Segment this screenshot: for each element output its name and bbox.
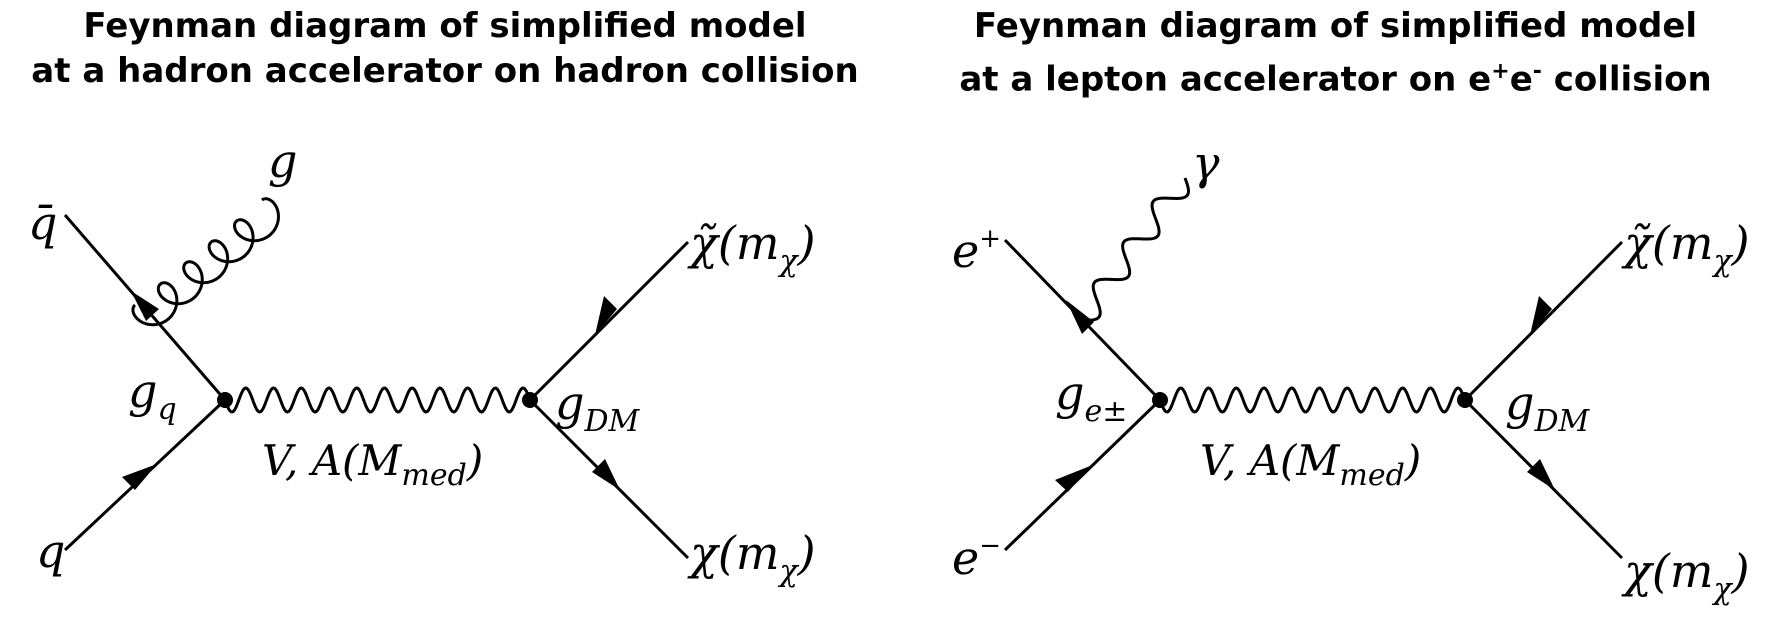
lepton-diagram (1003, 177, 1624, 560)
dm-tilde-hadron-pre: χ̃(m (690, 216, 780, 270)
dm-tilde-lepton-pre: χ̃(m (1624, 216, 1714, 270)
label-positron: e+ (952, 226, 1001, 274)
mediator-hadron-pre: V, A(M (262, 436, 402, 485)
dm-hadron-pre: χ(m (690, 526, 780, 580)
title-lepton: Feynman diagram of simplified model at a… (890, 4, 1781, 102)
label-coupling-q: gq (128, 368, 177, 425)
coupling-e-sub: e± (1084, 394, 1128, 429)
dm-arrow-hadron (592, 459, 620, 490)
antiquark-arrow (131, 291, 159, 321)
mediator-lepton-post: ) (1404, 436, 1422, 485)
electron-base: e (952, 531, 980, 585)
mediator-propagator-lepton (1158, 386, 1467, 414)
label-dm-hadron: χ(mχ) (690, 530, 816, 587)
label-dm-tilde-lepton: χ̃(mχ) (1624, 220, 1750, 277)
quark-arrow (122, 464, 157, 490)
label-mediator-hadron: V, A(Mmed) (262, 440, 483, 491)
label-electron: e− (952, 533, 1001, 581)
dm-lepton-sub: χ (1713, 572, 1732, 607)
dm-tilde-line-hadron (528, 240, 690, 402)
coupling-dm-hadron-base: g (555, 376, 585, 430)
electron-sup: − (979, 531, 1002, 561)
title-hadron-line1: Feynman diagram of simplified model (83, 6, 807, 46)
label-dm-lepton: χ(mχ) (1624, 548, 1750, 605)
label-gluon: g (268, 134, 298, 188)
label-photon: γ (1192, 136, 1220, 190)
title-lepton-sup-minus: - (1532, 59, 1542, 84)
dm-hadron-sub: χ (779, 554, 798, 589)
photon-propagator (1081, 177, 1191, 322)
title-lepton-line2-pre: at a lepton accelerator on e (959, 59, 1492, 100)
label-antiquark: q̄ (28, 196, 58, 250)
title-lepton-sup-plus: + (1491, 59, 1510, 84)
title-hadron: Feynman diagram of simplified model at a… (0, 4, 890, 94)
electron-line (1003, 398, 1162, 552)
dm-tilde-lepton-post: ) (1731, 216, 1750, 270)
coupling-dm-lepton-base: g (1505, 376, 1535, 430)
title-lepton-line2-post: collision (1541, 59, 1712, 100)
dm-tilde-hadron-sub: χ (779, 244, 798, 279)
dm-tilde-line-lepton (1463, 240, 1624, 402)
vertex-electron (1152, 392, 1168, 408)
dm-tilde-hadron-post: ) (797, 216, 816, 270)
electron-arrow (1055, 466, 1090, 492)
label-coupling-dm-lepton: gDM (1505, 380, 1589, 437)
coupling-q-base: g (128, 364, 158, 418)
label-coupling-dm-hadron: gDM (555, 380, 639, 437)
dm-lepton-pre: χ(m (1624, 544, 1714, 598)
vertex-quark (217, 392, 233, 408)
dm-hadron-post: ) (797, 526, 816, 580)
label-quark: q (36, 524, 66, 578)
positron-arrow (1066, 300, 1094, 334)
coupling-e-base: g (1055, 366, 1085, 420)
title-lepton-line2-mid: e (1509, 59, 1533, 100)
coupling-q-sub: q (157, 392, 177, 427)
mediator-hadron-post: ) (466, 436, 484, 485)
label-coupling-e: ge± (1055, 370, 1127, 427)
title-lepton-line1: Feynman diagram of simplified model (973, 6, 1698, 46)
positron-base: e (952, 224, 980, 278)
dm-lepton-post: ) (1731, 544, 1750, 598)
mediator-lepton-pre: V, A(M (1200, 436, 1340, 485)
dm-tilde-lepton-sub: χ (1713, 244, 1732, 279)
mediator-propagator-hadron (223, 386, 532, 414)
dm-arrow-lepton (1527, 459, 1555, 490)
gluon-propagator (131, 197, 280, 327)
positron-sup: + (979, 224, 1002, 254)
coupling-dm-lepton-sub: DM (1534, 404, 1590, 439)
hadron-diagram (63, 197, 690, 560)
label-dm-tilde-hadron: χ̃(mχ) (690, 220, 816, 277)
dm-tilde-arrow-hadron (595, 296, 617, 335)
title-hadron-line2: at a hadron accelerator on hadron collis… (31, 51, 859, 91)
vertex-dm-lepton (1457, 392, 1473, 408)
vertex-dm-hadron (522, 392, 538, 408)
mediator-lepton-sub: med (1339, 458, 1405, 493)
title-lepton-line2: at a lepton accelerator on e+e- collisio… (890, 49, 1781, 102)
mediator-hadron-sub: med (401, 458, 467, 493)
label-mediator-lepton: V, A(Mmed) (1200, 440, 1421, 491)
dm-tilde-arrow-lepton (1530, 296, 1552, 335)
coupling-dm-hadron-sub: DM (584, 404, 640, 439)
